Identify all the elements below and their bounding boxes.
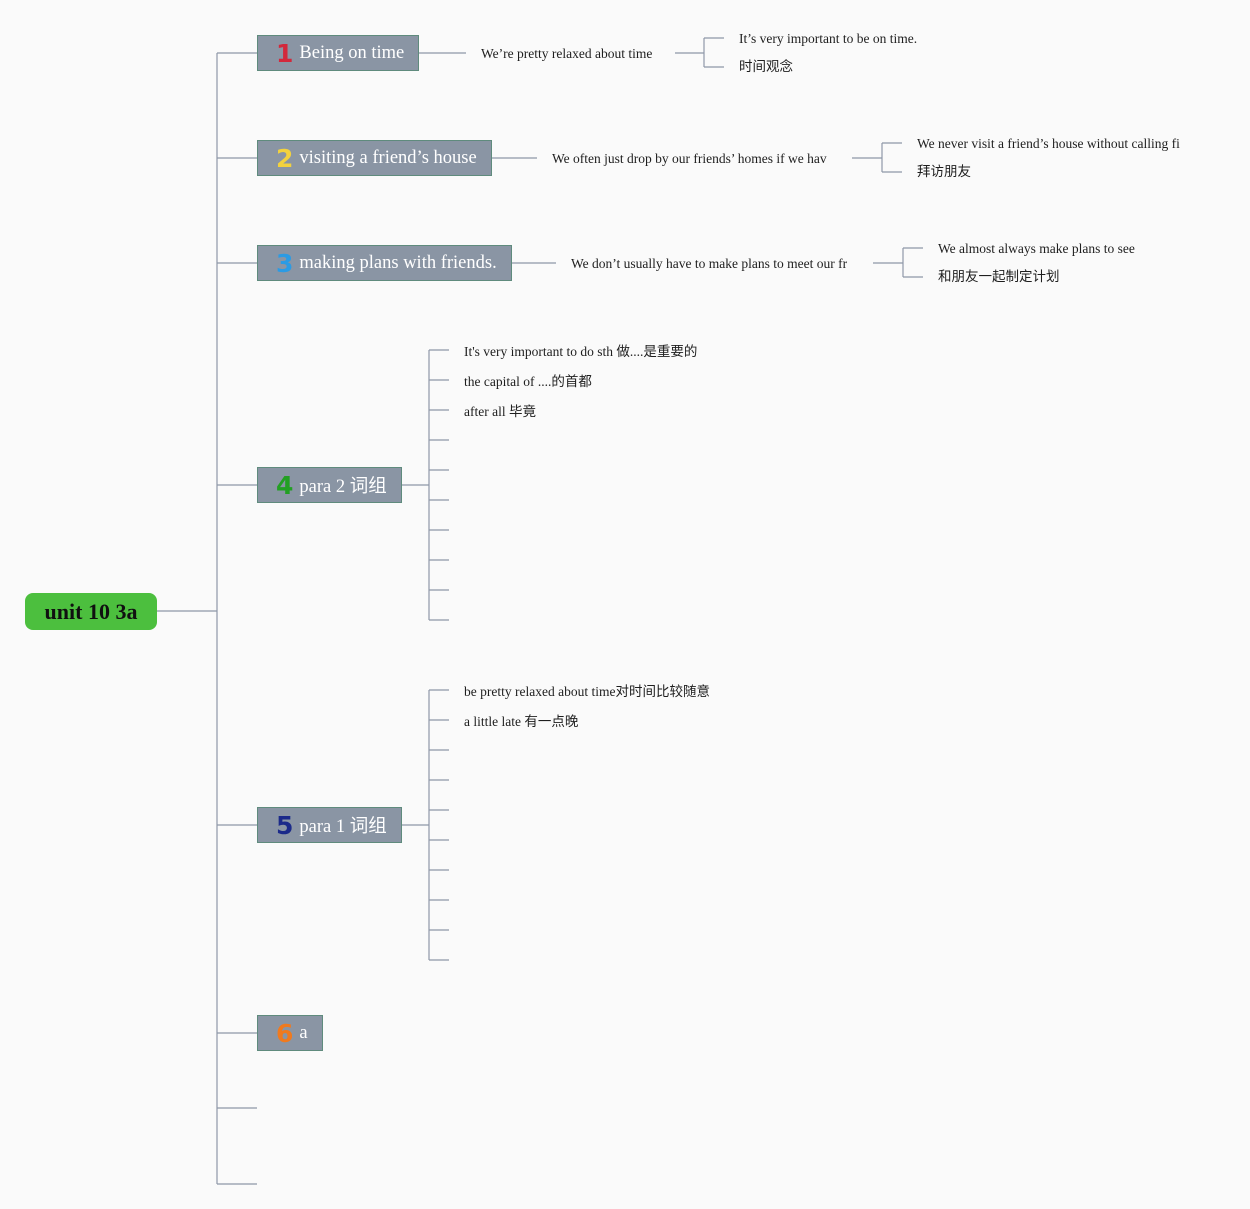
topic-2-child[interactable]: We often just drop by our friends’ homes…	[552, 151, 827, 166]
topic-1-grandchild-1[interactable]: It’s very important to be on time.	[739, 31, 918, 46]
topic-4[interactable]: 4 para 2 词组	[257, 467, 402, 503]
topic-4-label: para 2 词组	[299, 477, 387, 497]
topic-5-item-2[interactable]: a little late 有一点晚	[464, 714, 579, 729]
topic-5-item-1[interactable]: be pretty relaxed about time对时间比较随意	[464, 684, 710, 699]
topic-2-grandchild-2[interactable]: 拜访朋友	[917, 164, 971, 180]
topic-4-item-2[interactable]: the capital of ....的首都	[464, 374, 592, 389]
topic-2[interactable]: 2 visiting a friend’s house	[257, 140, 492, 176]
topic-3-child[interactable]: We don’t usually have to make plans to m…	[571, 256, 848, 271]
topic-4-item-3[interactable]: after all 毕竟	[464, 404, 536, 419]
number-6-icon: 6	[276, 1018, 294, 1048]
topic-5[interactable]: 5 para 1 词组	[257, 807, 402, 843]
topic-6-label: a	[299, 1022, 308, 1043]
topic-6[interactable]: 6 a	[257, 1015, 323, 1051]
number-1-icon: 1	[276, 38, 294, 68]
topic-4-item-1[interactable]: It's very important to do sth 做....是重要的	[464, 344, 698, 359]
number-4-icon: 4	[276, 470, 294, 500]
topic-3-grandchild-2[interactable]: 和朋友一起制定计划	[938, 269, 1060, 285]
topic-5-label: para 1 词组	[299, 817, 387, 837]
root-node[interactable]: unit 10 3a	[25, 593, 157, 630]
topic-3[interactable]: 3 making plans with friends.	[257, 245, 512, 281]
topic-3-grandchild-1[interactable]: We almost always make plans to see	[938, 241, 1135, 256]
topic-1-child[interactable]: We’re pretty relaxed about time	[481, 46, 653, 61]
number-3-icon: 3	[276, 248, 294, 278]
topic-2-label: visiting a friend’s house	[299, 147, 477, 168]
topic-1-grandchild-2[interactable]: 时间观念	[739, 59, 793, 75]
topic-3-label: making plans with friends.	[299, 252, 497, 273]
number-2-icon: 2	[276, 143, 294, 173]
number-5-icon: 5	[276, 810, 294, 840]
topic-1[interactable]: 1 Being on time	[257, 35, 420, 71]
topic-2-grandchild-1[interactable]: We never visit a friend’s house without …	[917, 136, 1180, 151]
topic-1-label: Being on time	[299, 42, 405, 63]
